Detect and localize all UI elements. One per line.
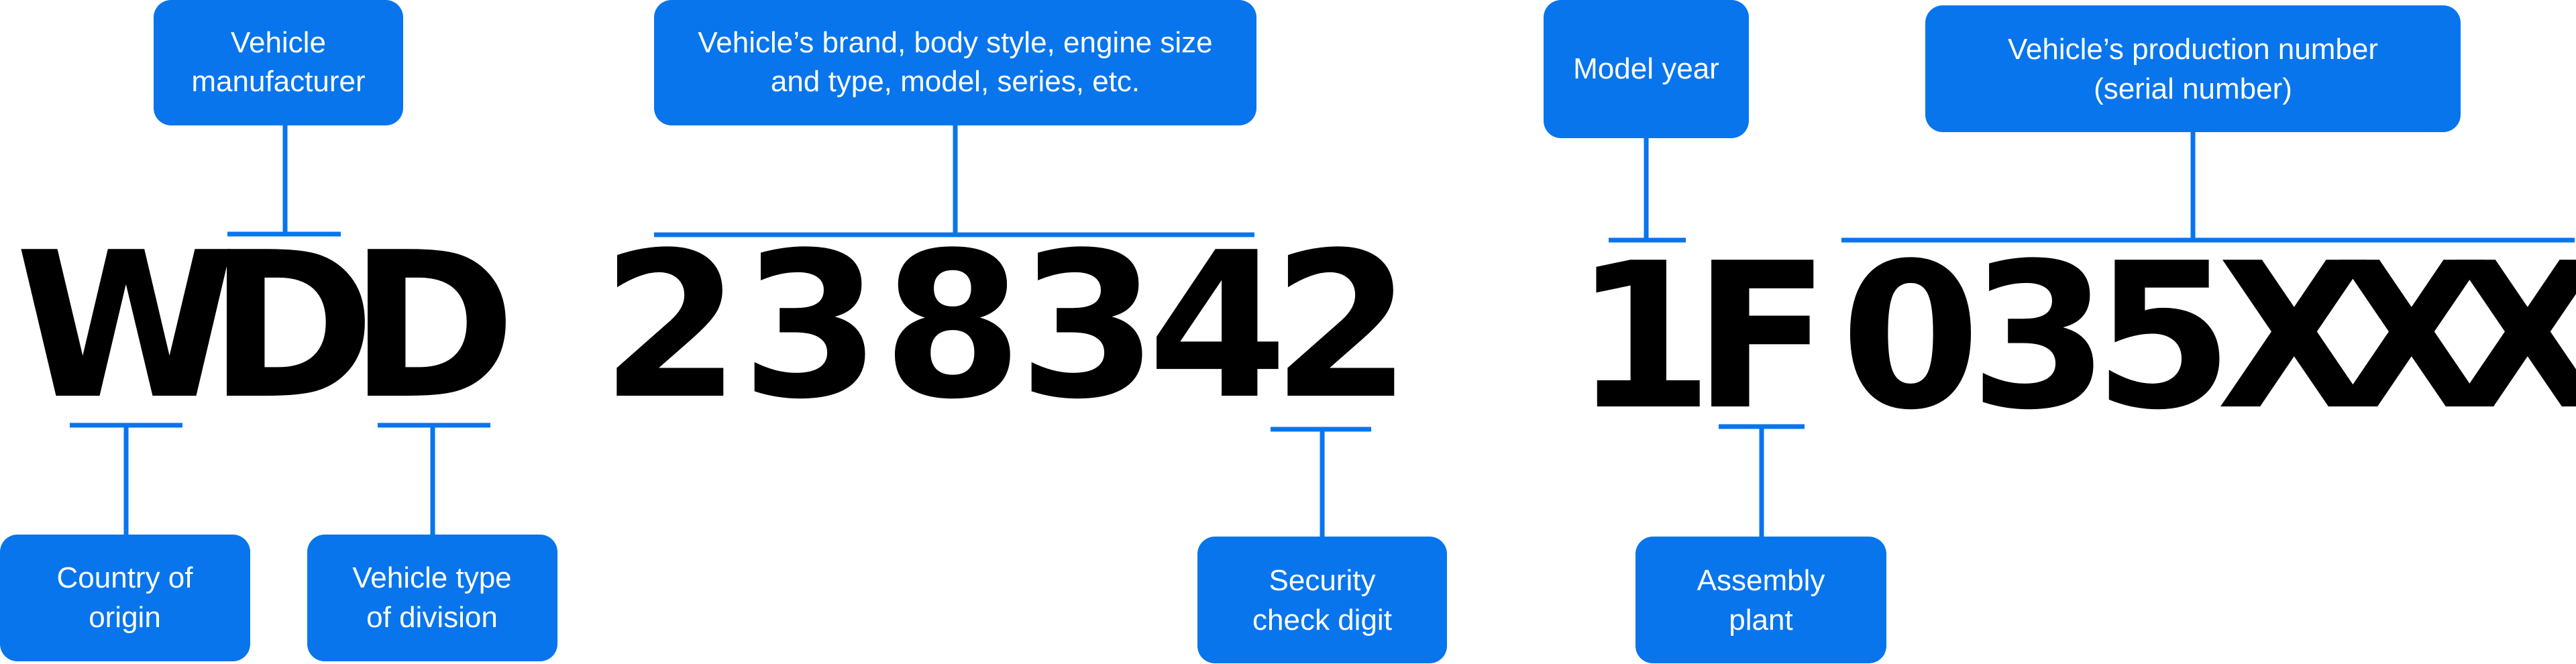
- connector-model-year: [1609, 138, 1686, 243]
- vin-character: 2: [1272, 209, 1412, 443]
- label-box: [154, 0, 403, 125]
- connector-vehicle-type-division: [378, 423, 490, 535]
- label-line: and type, model, series, etc.: [771, 65, 1140, 98]
- label-line: manufacturer: [191, 65, 365, 98]
- vin-character: D: [208, 209, 375, 443]
- label-country-of-origin: Country of origin: [0, 535, 250, 661]
- vin-character: F: [1693, 220, 1831, 454]
- vin-character: 3: [1970, 220, 2110, 454]
- connector-country-of-origin: [70, 423, 182, 535]
- label-line: Vehicle: [231, 26, 326, 59]
- vin-character: 3: [1018, 209, 1159, 443]
- label-box: [1197, 537, 1447, 663]
- connector-vehicle-manufacturer: [227, 125, 341, 237]
- connector-production-number: [1841, 132, 2575, 243]
- vin-character: 4: [1148, 209, 1288, 443]
- label-line: origin: [89, 601, 161, 634]
- connector-vehicle-attributes: [654, 125, 1254, 237]
- vin-character: 1: [1574, 220, 1714, 454]
- label-line: Model year: [1573, 52, 1719, 85]
- vin-character: 2: [601, 209, 741, 443]
- vin-character: 8: [883, 209, 1023, 443]
- label-box: [1635, 537, 1886, 663]
- label-line: check digit: [1252, 604, 1392, 637]
- connector-assembly-plant: [1719, 424, 1805, 537]
- label-security-check-digit: Security check digit: [1197, 537, 1447, 663]
- label-line: Vehicle’s brand, body style, engine size: [698, 26, 1212, 59]
- vin-character: X: [2216, 220, 2371, 454]
- label-box: [1925, 5, 2461, 132]
- label-line: (serial number): [2094, 72, 2292, 105]
- label-line: plant: [1729, 604, 1792, 637]
- vin-character: X: [2450, 220, 2576, 454]
- label-assembly-plant: Assembly plant: [1635, 537, 1886, 663]
- vin-character: 0: [1841, 220, 1981, 454]
- label-line: Vehicle type: [352, 561, 511, 594]
- label-line: Assembly: [1697, 564, 1825, 597]
- vin-character: W: [15, 209, 237, 443]
- vin-character: 5: [2094, 220, 2234, 454]
- label-line: Security: [1269, 564, 1376, 597]
- vin-character: D: [349, 209, 516, 443]
- label-vehicle-attributes: Vehicle’s brand, body style, engine size…: [654, 0, 1256, 125]
- label-box: [1544, 0, 1749, 138]
- vin-character: X: [2334, 220, 2489, 454]
- label-box: [307, 535, 557, 661]
- label-vehicle-manufacturer: Vehicle manufacturer: [154, 0, 403, 125]
- label-vehicle-type-division: Vehicle type of division: [307, 535, 557, 661]
- label-model-year: Model year: [1544, 0, 1749, 138]
- label-line: Country of: [57, 561, 194, 594]
- connector-security-check-digit: [1271, 427, 1371, 537]
- vin-character: 3: [741, 209, 881, 443]
- label-box: [654, 0, 1256, 125]
- label-production-number: Vehicle’s production number (serial numb…: [1925, 5, 2461, 132]
- label-box: [0, 535, 250, 661]
- label-line: of division: [366, 601, 498, 634]
- label-line: Vehicle’s production number: [2008, 33, 2378, 66]
